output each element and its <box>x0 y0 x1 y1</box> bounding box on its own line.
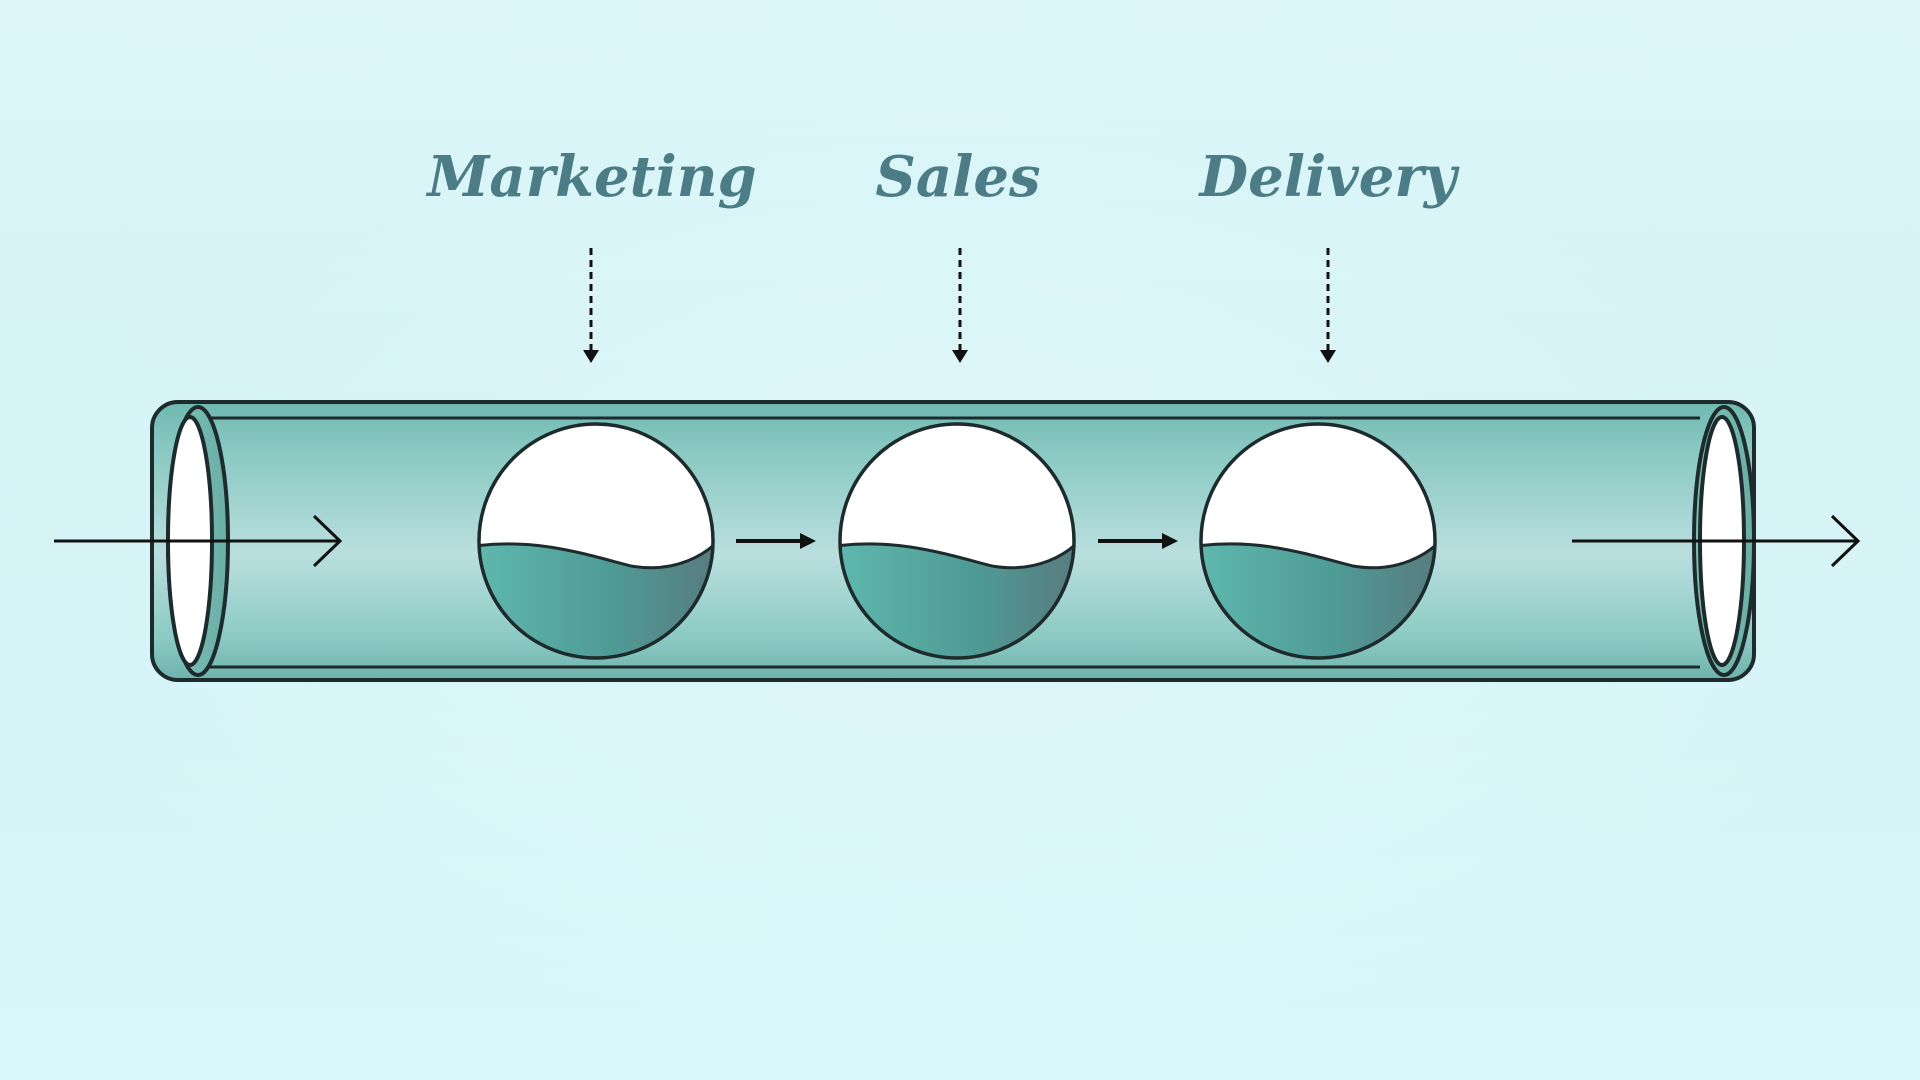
vessel-outline <box>838 422 1076 660</box>
stage-vessel-sales <box>838 422 1076 660</box>
stage-vessel-marketing <box>477 422 715 660</box>
stage-label-marketing: Marketing <box>425 144 756 210</box>
vessel-outline <box>1199 422 1437 660</box>
stage-pointers <box>583 248 1336 363</box>
vessel-liquid <box>479 542 713 658</box>
stage-labels: Marketing Sales Delivery <box>425 144 1460 210</box>
stage-label-delivery: Delivery <box>1198 144 1460 210</box>
stage-vessels <box>477 422 1437 660</box>
dashed-arrow-down-icon <box>583 248 599 363</box>
stage-label-sales: Sales <box>875 144 1040 210</box>
stage-vessel-delivery <box>1199 422 1437 660</box>
arrow-right-solid-icon <box>736 533 816 549</box>
arrow-right-solid-icon <box>1098 533 1178 549</box>
vessel-liquid <box>1201 542 1435 658</box>
arrow-right-open-icon <box>54 514 343 568</box>
dashed-arrow-down-icon <box>1320 248 1336 363</box>
arrow-right-open-icon <box>1572 514 1861 568</box>
dashed-arrow-down-icon <box>952 248 968 363</box>
vessel-liquid-surface <box>840 540 1074 570</box>
vessel-liquid-surface <box>1201 540 1435 570</box>
vessel-outline <box>477 422 715 660</box>
vessel-liquid-surface <box>479 540 713 570</box>
vessel-liquid <box>840 542 1074 658</box>
